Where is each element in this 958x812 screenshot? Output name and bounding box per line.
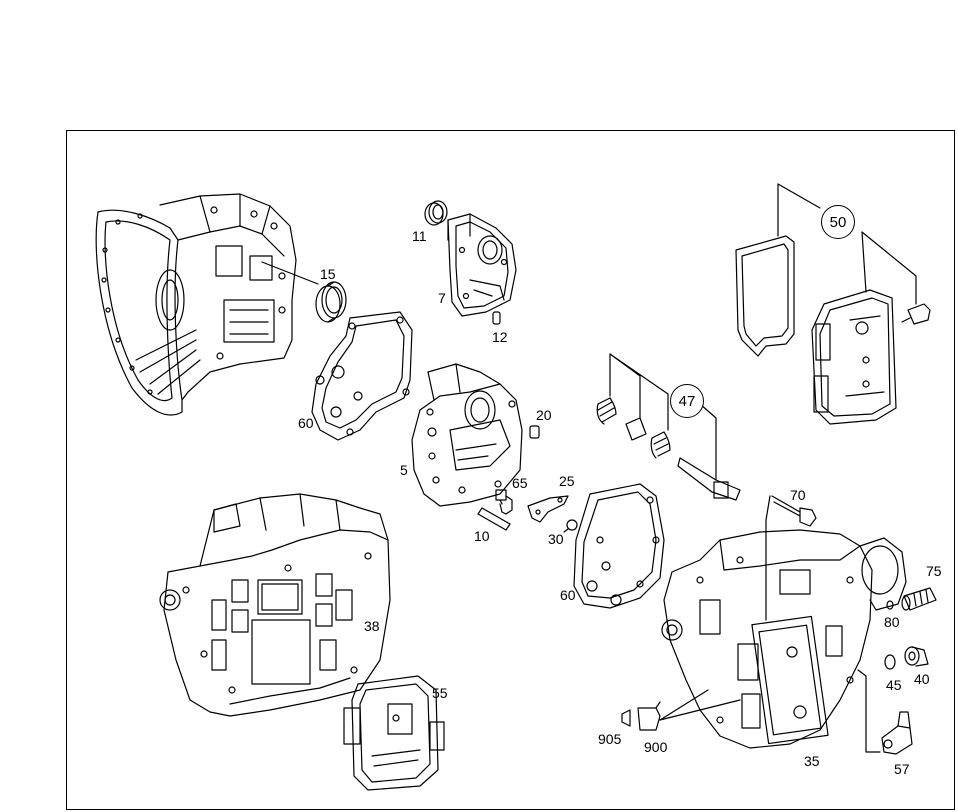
callout-35: 35 <box>804 753 820 769</box>
bolt-70 <box>765 495 817 621</box>
plug-40 <box>904 646 929 667</box>
leader-900 <box>659 689 741 721</box>
callout-7: 7 <box>438 290 446 306</box>
callout-55: 55 <box>432 685 448 701</box>
pin-10 <box>477 507 511 531</box>
callout-75: 75 <box>926 563 942 579</box>
callout-12: 12 <box>492 329 508 345</box>
springs-valve-47 <box>596 353 741 501</box>
sensor-57 <box>881 711 913 755</box>
transmission-assembly-35 <box>661 529 907 749</box>
callout-60-upper: 60 <box>298 415 314 431</box>
control-module-55 <box>343 675 445 791</box>
callout-47: 47 <box>670 384 704 418</box>
callout-11: 11 <box>412 228 427 244</box>
callout-10: 10 <box>474 528 490 544</box>
callout-900: 900 <box>644 739 668 755</box>
callout-60-lower: 60 <box>560 587 576 603</box>
seal-45 <box>884 654 896 670</box>
callout-15: 15 <box>320 266 336 282</box>
callout-65: 65 <box>512 475 528 491</box>
callout-38: 38 <box>364 618 380 634</box>
callout-30: 30 <box>548 531 564 547</box>
bolt-50 <box>901 303 931 325</box>
callout-50: 50 <box>821 205 855 239</box>
connector-900 <box>637 701 661 731</box>
pin-20 <box>529 425 540 439</box>
pin-12 <box>492 311 501 325</box>
transmission-housing <box>95 193 319 416</box>
callout-40: 40 <box>914 671 930 687</box>
plug-75 <box>901 587 937 611</box>
callout-80: 80 <box>884 614 900 630</box>
callout-5: 5 <box>400 462 408 478</box>
gasket-60-upper <box>311 311 413 441</box>
callout-905: 905 <box>598 731 622 747</box>
ring-15 <box>315 281 347 323</box>
callout-57: 57 <box>894 761 910 777</box>
screw-30 <box>563 519 578 533</box>
bolt-65 <box>495 489 513 515</box>
bearing-11 <box>424 200 448 226</box>
plate-25 <box>527 495 569 523</box>
valve-body-38 <box>159 493 391 717</box>
control-unit-50 <box>811 289 897 425</box>
callout-20: 20 <box>536 407 552 423</box>
pump-body-5 <box>411 363 523 507</box>
leader-50 <box>777 183 917 305</box>
leader-57 <box>857 669 881 753</box>
gasket-60-lower <box>573 483 665 609</box>
callout-25: 25 <box>559 473 575 489</box>
pump-cover-7 <box>447 213 517 317</box>
ring-80 <box>886 600 894 610</box>
gasket-50 <box>735 235 795 357</box>
pin-905 <box>621 709 631 727</box>
diagram-frame <box>66 130 955 810</box>
callout-45: 45 <box>886 677 902 693</box>
callout-70: 70 <box>790 487 806 503</box>
